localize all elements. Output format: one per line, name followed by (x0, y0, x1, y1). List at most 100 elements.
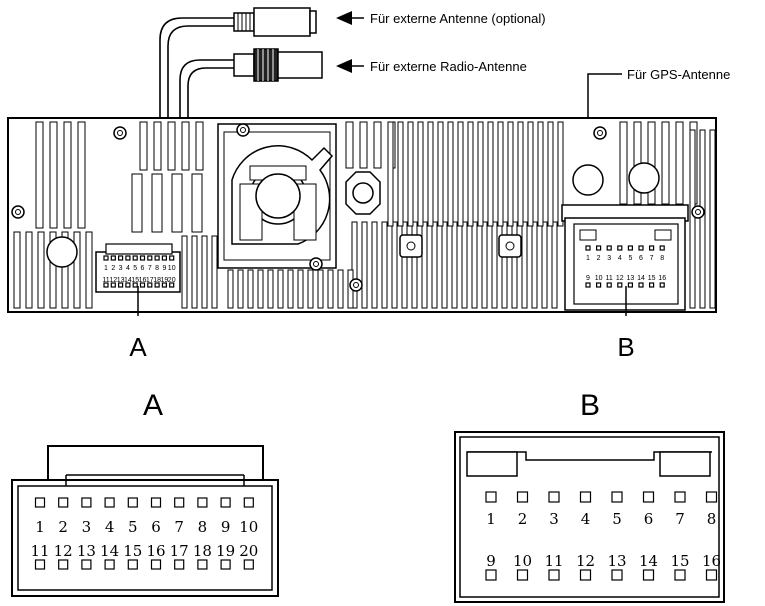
heatsink-fin (49, 231, 57, 309)
pin-number: 5 (628, 255, 632, 262)
heatsink-fin (371, 221, 378, 309)
heatsink-fin (267, 269, 274, 309)
heatsink-fin (191, 173, 203, 233)
heatsink-fin (437, 121, 444, 227)
connector-pin (154, 255, 160, 261)
heatsink-fin (501, 221, 508, 309)
heatsink-fin (191, 235, 198, 309)
connector-pin (161, 255, 167, 261)
connector-pin (150, 497, 162, 508)
pin-number: 7 (650, 255, 654, 262)
connector-pin (125, 282, 131, 288)
connector-pin (127, 559, 138, 570)
heatsink-fin (25, 231, 33, 309)
pin-number: 9 (586, 275, 590, 282)
pin-number: 8 (707, 510, 717, 528)
label-b-big: B (580, 389, 600, 422)
heatsink-fin (709, 129, 716, 309)
connector-pin (125, 255, 131, 261)
heatsink-fin (517, 121, 524, 227)
heatsink-fin (457, 121, 464, 227)
heatsink-fin (257, 269, 264, 309)
heatsink-fin (451, 221, 458, 309)
connector-pin (103, 255, 109, 261)
pin-number: 12 (616, 275, 624, 282)
heatsink-fin (547, 121, 554, 227)
pin-number: 1 (104, 265, 108, 272)
connector-pin (516, 491, 529, 503)
heatsink-fin (407, 121, 414, 227)
connector-pin (220, 559, 231, 570)
heatsink-fin (345, 121, 354, 169)
connector-pin (150, 559, 162, 570)
connector-pin (674, 569, 686, 581)
connector-pin (585, 245, 591, 251)
heatsink-fin (467, 121, 474, 227)
connector-pin (103, 282, 109, 288)
connector-pin (659, 282, 665, 288)
heatsink-fin (527, 121, 534, 227)
heatsink-fin (63, 121, 72, 229)
connector-pin (81, 497, 92, 508)
heatsink-fin (397, 121, 404, 227)
heatsink-fin (699, 129, 706, 309)
connector-pin (243, 559, 254, 570)
connector-pin (154, 282, 160, 288)
pin-number: 3 (82, 518, 92, 536)
heatsink-fin (307, 269, 314, 309)
pin-number: 11 (30, 542, 49, 560)
heatsink-fin (537, 121, 544, 227)
connector-pin (174, 559, 185, 570)
pin-number: 16 (702, 552, 721, 570)
pin-number: 16 (658, 275, 666, 282)
heatsink-fin (373, 121, 382, 169)
pin-number: 7 (174, 518, 184, 536)
pin-number: 18 (193, 542, 212, 560)
connector-pin (648, 245, 655, 251)
connector-pin (516, 569, 529, 581)
pin-number: 2 (597, 255, 601, 262)
heatsink-fin (551, 221, 558, 309)
pin-number: 19 (161, 277, 169, 284)
connector-pin (595, 282, 602, 288)
heatsink-fin (181, 121, 190, 171)
heatsink-fin (471, 221, 478, 309)
heatsink-fin (277, 269, 284, 309)
pin-number: 6 (141, 265, 145, 272)
heatsink-fin (195, 121, 204, 171)
label-a-big: A (143, 389, 163, 422)
connector-pin (161, 282, 167, 288)
connector-pin (132, 255, 138, 261)
heatsink-fin (35, 121, 44, 229)
connector-pin (169, 282, 175, 288)
heatsink-fin (211, 235, 218, 309)
connector-pin (117, 282, 124, 288)
pin-number: 15 (648, 275, 656, 282)
connector-pin (104, 497, 115, 508)
connector-pin (34, 559, 46, 570)
pin-number: 15 (670, 552, 689, 570)
connector-pin (220, 497, 231, 508)
pin-number: 16 (146, 542, 165, 560)
pin-number: 5 (612, 510, 622, 528)
pin-number: 4 (105, 518, 115, 536)
heatsink-fin (13, 231, 21, 309)
pin-number: 14 (124, 277, 132, 284)
connector-pin (705, 491, 718, 503)
connector-pin (638, 282, 644, 288)
pin-number: 14 (639, 552, 658, 570)
heatsink-fin (411, 221, 418, 309)
heatsink-fin (421, 221, 428, 309)
heatsink-fin (181, 235, 188, 309)
heatsink-fin (381, 221, 388, 309)
heatsink-fin (427, 121, 434, 227)
pin-number: 16 (139, 277, 147, 284)
heatsink-fin (61, 231, 69, 309)
pin-number: 1 (586, 255, 590, 262)
pin-number: 13 (627, 275, 635, 282)
connector-pin (579, 491, 592, 503)
